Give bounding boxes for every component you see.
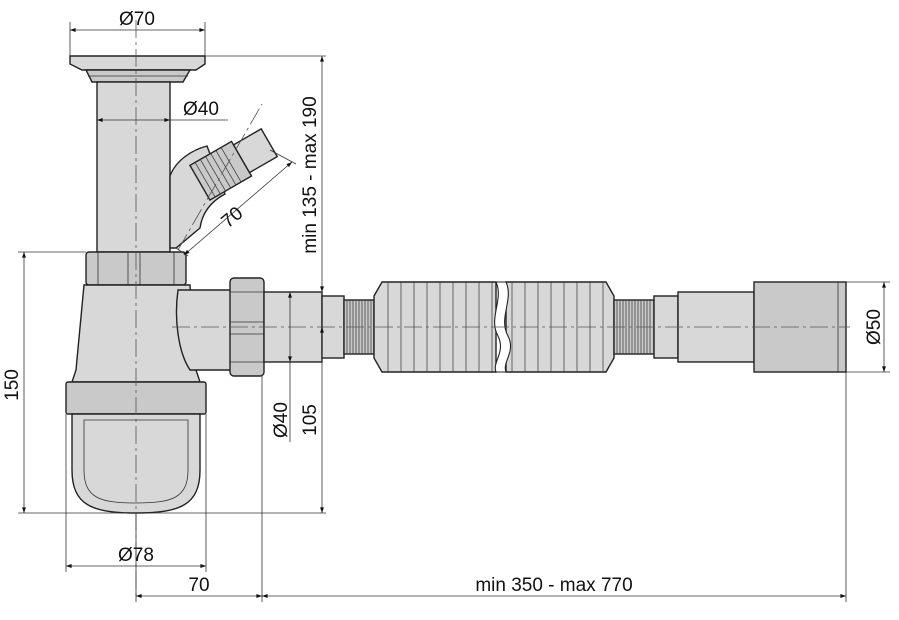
offset-label: 70: [188, 575, 209, 596]
siphon-body: [65, 55, 323, 514]
outlet-stub: [175, 289, 233, 371]
length-range-label: min 350 - max 770: [475, 575, 632, 596]
height-range-label: min 135 - max 190: [300, 96, 321, 253]
drain-cap: [69, 55, 206, 71]
outlet-height-label: 105: [300, 404, 321, 436]
dimensions: Ø70 Ø40 70 min 135 - max 190 150 Ø40 105…: [2, 9, 890, 602]
overflow-length-label: 70: [218, 203, 248, 233]
trap-height-label: 150: [2, 369, 23, 401]
pipe-diameter-label: Ø40: [183, 99, 219, 120]
cap-diameter-label: Ø70: [119, 9, 155, 30]
end-diameter-label: Ø50: [864, 309, 885, 345]
outlet-diameter-label: Ø40: [271, 402, 292, 438]
overflow-coupling: [188, 127, 279, 202]
center-lines: [135, 20, 850, 600]
vertical-pipe: [96, 81, 171, 253]
